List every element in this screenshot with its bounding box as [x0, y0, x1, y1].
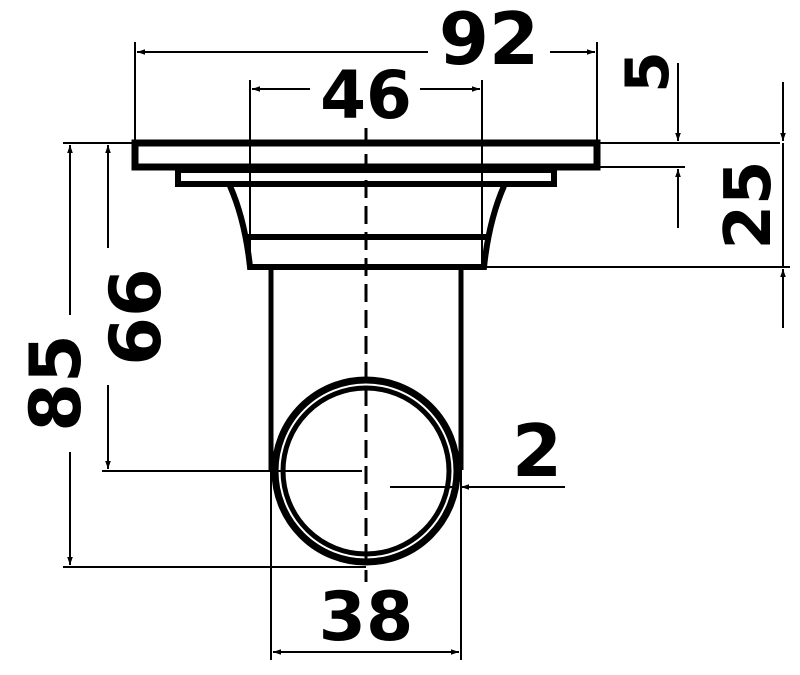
dim-label-66: 66 [95, 268, 177, 365]
dim-label-2: 2 [512, 409, 562, 493]
dimension-lines [63, 42, 790, 660]
dim-label-25: 25 [712, 160, 786, 249]
dim-label-46: 46 [320, 57, 412, 134]
socket-body [227, 184, 507, 270]
dim-label-85: 85 [15, 334, 97, 431]
dim-label-92: 92 [439, 0, 539, 81]
dim-label-38: 38 [319, 578, 414, 657]
dim-label-5: 5 [613, 51, 683, 93]
